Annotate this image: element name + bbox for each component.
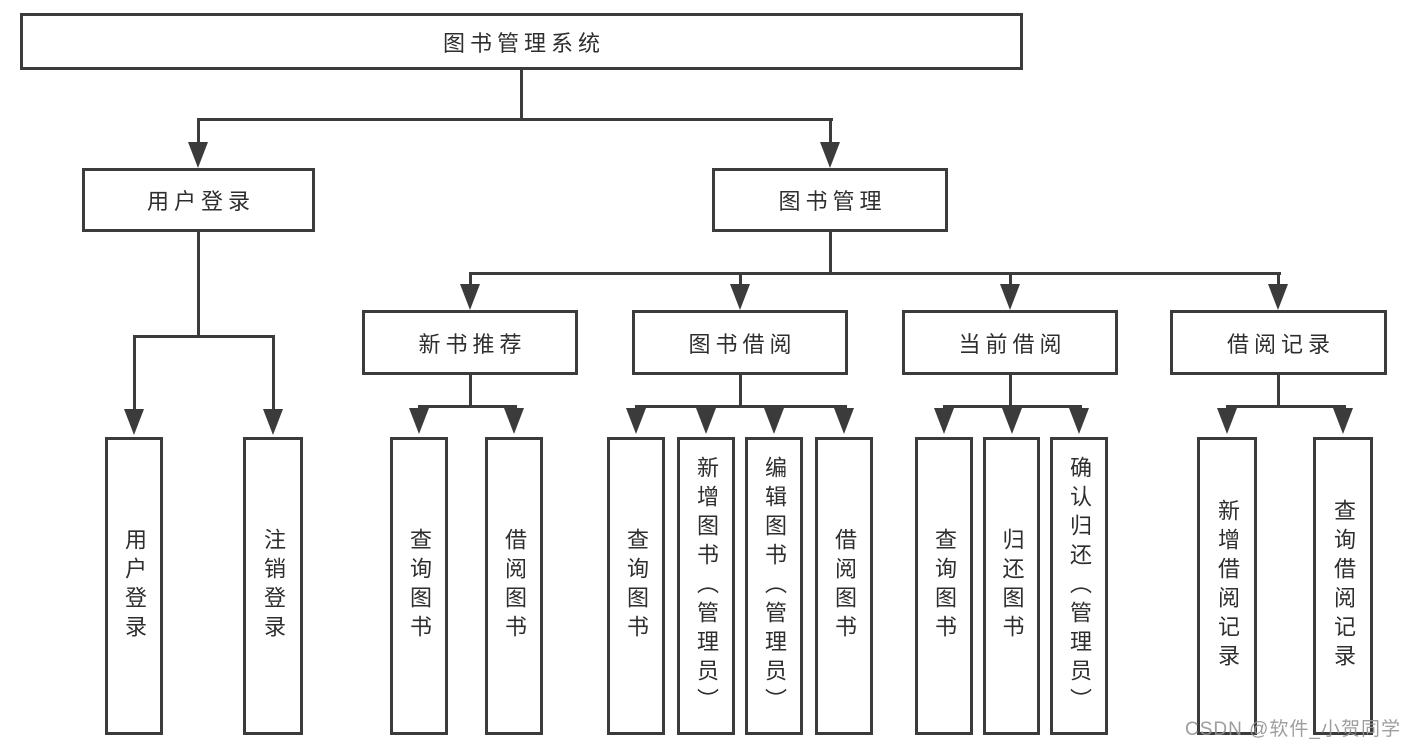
arrowhead-add-record [1217, 408, 1237, 434]
node-new-book-recommend-label: 新书推荐 [418, 331, 527, 357]
leaf-edit-book-admin-label: 编辑图书（管理员） [762, 455, 787, 717]
connector-stem-leaf-user-login [133, 338, 136, 409]
node-current-borrow: 当前借阅 [902, 310, 1118, 375]
root-node-library-management-system: 图书管理系统 [20, 13, 1023, 70]
leaf-user-login-label: 用户登录 [122, 528, 147, 644]
connector-stem-book-management [829, 121, 832, 143]
connector-stem-book-borrow [739, 275, 742, 285]
leaf-current-query-book-label: 查询图书 [932, 528, 957, 644]
leaf-user-login: 用户登录 [105, 437, 163, 735]
arrowhead-new-book-recommend [460, 284, 480, 310]
connector-newbooks-stem [469, 375, 472, 405]
leaf-edit-book-admin: 编辑图书（管理员） [745, 437, 803, 735]
connector-stem-current-borrow [1009, 275, 1012, 285]
connector-currentborrow-hbar [943, 405, 1082, 408]
leaf-confirm-return-admin: 确认归还（管理员） [1050, 437, 1108, 735]
connector-userlogin-hbar [133, 335, 275, 338]
leaf-return-book: 归还图书 [983, 437, 1040, 735]
connector-level3-hbar [469, 272, 1281, 275]
leaf-logout: 注销登录 [243, 437, 303, 735]
leaf-add-borrow-record: 新增借阅记录 [1197, 437, 1257, 735]
arrowhead-return-book [1002, 408, 1022, 434]
node-borrow-records: 借阅记录 [1170, 310, 1387, 375]
node-borrow-records-label: 借阅记录 [1226, 331, 1335, 357]
connector-stem-new-book-recommend [469, 275, 472, 285]
node-book-management: 图书管理 [712, 168, 948, 232]
node-book-borrow: 图书借阅 [632, 310, 848, 375]
arrowhead-current-query [934, 408, 954, 434]
connector-stem-user-login [197, 121, 200, 143]
connector-root-hbar [197, 118, 833, 121]
arrowhead-leaf-user-login [124, 409, 144, 435]
leaf-borrow-book: 借阅图书 [815, 437, 873, 735]
arrowhead-newbooks-query [409, 408, 429, 434]
leaf-logout-label: 注销登录 [261, 528, 286, 644]
arrowhead-book-management [820, 142, 840, 168]
leaf-newbooks-query-book: 查询图书 [390, 437, 448, 735]
arrowhead-borrow-query [626, 408, 646, 434]
node-user-login: 用户登录 [82, 168, 315, 232]
connector-records-hbar [1226, 405, 1346, 408]
connector-root-stem [520, 70, 523, 118]
leaf-newbooks-query-book-label: 查询图书 [407, 528, 432, 644]
leaf-return-book-label: 归还图书 [999, 528, 1025, 644]
connector-records-stem [1277, 375, 1280, 405]
arrowhead-add-book [696, 408, 716, 434]
leaf-add-borrow-record-label: 新增借阅记录 [1215, 499, 1240, 673]
arrowhead-leaf-logout [263, 409, 283, 435]
leaf-add-book-admin: 新增图书（管理员） [677, 437, 735, 735]
arrowhead-confirm-return [1069, 408, 1089, 434]
leaf-query-borrow-record: 查询借阅记录 [1313, 437, 1373, 735]
node-book-management-label: 图书管理 [778, 189, 887, 214]
arrowhead-borrow-book [834, 408, 854, 434]
leaf-query-borrow-record-label: 查询借阅记录 [1331, 499, 1356, 673]
node-current-borrow-label: 当前借阅 [958, 331, 1067, 357]
leaf-borrow-book-label: 借阅图书 [832, 528, 857, 644]
connector-userlogin-stem [197, 232, 200, 335]
node-user-login-label: 用户登录 [146, 189, 255, 214]
csdn-watermark: CSDN @软件_小贺同学 [1185, 719, 1401, 740]
connector-bookborrow-hbar [635, 405, 847, 408]
node-new-book-recommend: 新书推荐 [362, 310, 578, 375]
arrowhead-query-record [1333, 408, 1353, 434]
root-node-label: 图书管理系统 [442, 30, 605, 56]
connector-currentborrow-stem [1009, 375, 1012, 405]
leaf-newbooks-borrow-book: 借阅图书 [485, 437, 543, 735]
leaf-borrow-query-book-label: 查询图书 [624, 528, 649, 644]
arrowhead-book-borrow [730, 284, 750, 310]
arrowhead-edit-book [764, 408, 784, 434]
arrowhead-user-login [188, 142, 208, 168]
node-book-borrow-label: 图书借阅 [688, 331, 797, 357]
connector-newbooks-hbar [418, 405, 517, 408]
connector-stem-leaf-logout [272, 338, 275, 409]
arrowhead-borrow-records [1268, 284, 1288, 310]
connector-stem-borrow-records [1277, 275, 1280, 285]
leaf-add-book-admin-label: 新增图书（管理员） [694, 455, 719, 717]
arrowhead-newbooks-borrow [504, 408, 524, 434]
connector-bookmgmt-stem [829, 232, 832, 272]
arrowhead-current-borrow [1000, 284, 1020, 310]
leaf-confirm-return-admin-label: 确认归还（管理员） [1067, 455, 1092, 717]
leaf-current-query-book: 查询图书 [915, 437, 973, 735]
connector-bookborrow-stem [739, 375, 742, 405]
leaf-newbooks-borrow-book-label: 借阅图书 [502, 528, 527, 644]
leaf-borrow-query-book: 查询图书 [607, 437, 665, 735]
